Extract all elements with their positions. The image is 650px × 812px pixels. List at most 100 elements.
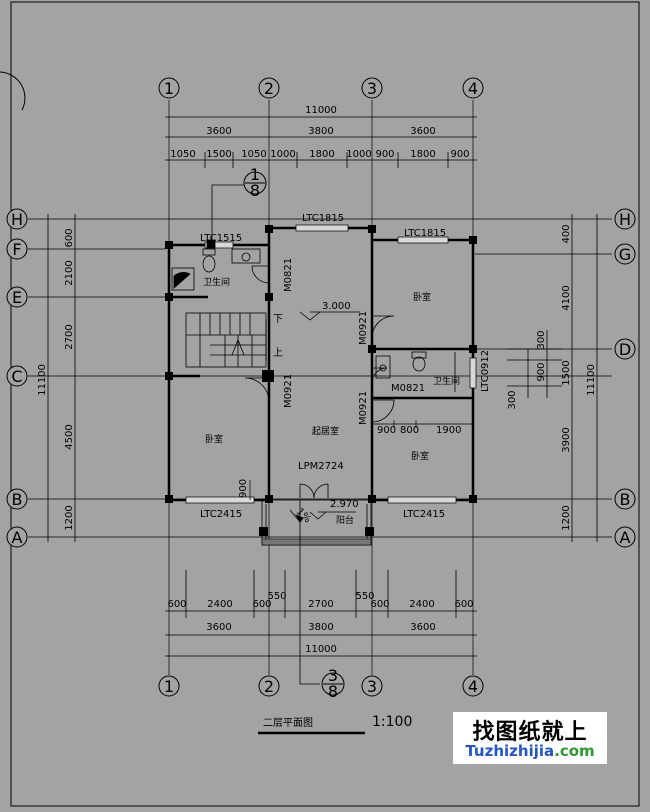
room-balcony: 阳台 (336, 514, 354, 526)
code-ltc1815-b: LTC1815 (404, 228, 446, 239)
axis-top-4: 4 (468, 79, 478, 98)
inner-dim-900b: 900 (238, 479, 249, 498)
windows (185, 224, 477, 504)
dim-bottom-seg-7: 600 (370, 599, 389, 610)
stair-up: 上 (273, 347, 283, 359)
dim-top-seg-8: 1800 (410, 149, 435, 160)
room-bedroom-w: 卧室 (205, 433, 223, 445)
code-ltc2415-a: LTC2415 (200, 509, 242, 520)
dim-top-seg-4: 1000 (270, 149, 295, 160)
dim-top-seg-3: 1050 (241, 149, 266, 160)
room-bath-right: 卫生间 (433, 375, 460, 387)
code-ltc1815-a: LTC1815 (302, 213, 344, 224)
axis-left-e: E (12, 288, 22, 307)
dim-top-bay-2: 3800 (308, 126, 333, 137)
dim-right-seg-1: 300 (536, 330, 547, 349)
dim-right-top: 400 (561, 224, 572, 243)
dim-lines-right (507, 214, 598, 542)
dim-right-seg-2: 900 (536, 362, 547, 381)
dim-right-bay-3: 3900 (561, 427, 572, 452)
section-top-den: 8 (250, 181, 260, 200)
axis-top-3: 3 (367, 79, 377, 98)
dim-right-seg-3: 300 (507, 390, 518, 409)
axis-left-b: B (12, 490, 23, 509)
dim-bottom-seg-5: 2700 (308, 599, 333, 610)
dim-right-total: 11100 (586, 364, 597, 396)
axis-right-a: A (620, 528, 631, 547)
room-living: 起居室 (312, 425, 339, 437)
code-ltc0912: LTC0912 (480, 350, 491, 392)
section-bottom-den: 8 (328, 682, 338, 701)
dim-bottom-seg-8: 2400 (409, 599, 434, 610)
dim-bottom-seg-1: 600 (167, 599, 186, 610)
section-leaders (206, 184, 320, 685)
logo-english: Tuzhizhijia.com (453, 742, 607, 760)
dim-bottom-seg-6: 550 (355, 591, 374, 602)
dim-top-seg-1: 1050 (170, 149, 195, 160)
room-bath-left: 卫生间 (203, 276, 230, 288)
dim-left-seg-1: 600 (64, 228, 75, 247)
dim-bottom-bay-3: 3600 (410, 622, 435, 633)
dim-left-seg-4: 4500 (64, 424, 75, 449)
axis-right-b: B (620, 490, 631, 509)
axis-right-g: G (619, 245, 631, 264)
inner-dim-800: 800 (400, 425, 419, 436)
code-m0921-b: M0921 (283, 374, 294, 408)
logo-english-tld: .com (554, 742, 595, 760)
stair-down: 下 (273, 314, 283, 325)
code-ltc1515: LTC1515 (200, 233, 242, 244)
grid-lines (28, 100, 612, 675)
dim-right-bay-1: 4100 (561, 285, 572, 310)
dim-lines-left (47, 214, 76, 542)
axis-left-h: H (11, 210, 23, 229)
dim-top-bay-1: 3600 (206, 126, 231, 137)
axis-bottom-4: 4 (468, 677, 478, 696)
dim-top-seg-5: 1800 (309, 149, 334, 160)
doors (244, 265, 395, 499)
dim-top-bay-3: 3600 (410, 126, 435, 137)
axis-left-c: C (11, 367, 22, 386)
code-m0921-c: M0921 (358, 391, 369, 425)
dim-bottom-total: 11000 (305, 644, 337, 655)
inner-dim-900a: 900 (377, 425, 396, 436)
dim-right-bay-2: 1500 (561, 360, 572, 385)
dim-right-bay-4: 1200 (561, 505, 572, 530)
axis-top-2: 2 (264, 79, 274, 98)
dim-lines-bottom (165, 570, 477, 657)
corner-arc (0, 71, 26, 111)
logo-chinese: 找图纸就上 (472, 720, 588, 745)
section-bottom-num: 3 (328, 666, 338, 685)
axis-bubbles (6, 77, 636, 697)
dim-top-seg-2: 1500 (206, 149, 231, 160)
dim-top-seg-9: 900 (450, 149, 469, 160)
dim-left-total: 11100 (37, 364, 48, 396)
axis-bottom-1: 1 (164, 677, 174, 696)
room-bedroom-ne: 卧室 (413, 291, 431, 303)
dim-bottom-seg-4: 550 (267, 591, 286, 602)
axis-left-a: A (12, 528, 23, 547)
balcony-rail (261, 538, 372, 546)
dim-bottom-seg-3: 600 (252, 599, 271, 610)
code-m0821-b: M0821 (391, 383, 425, 394)
dim-left-seg-3: 2700 (64, 324, 75, 349)
drawing-title: 二层平面图 (263, 717, 313, 729)
dim-bottom-bay-1: 3600 (206, 622, 231, 633)
drawing-scale: 1:100 (372, 714, 412, 730)
bath-fixtures (171, 248, 456, 392)
stair (185, 312, 267, 368)
dim-bottom-bay-2: 3800 (308, 622, 333, 633)
dim-bottom-seg-9: 600 (454, 599, 473, 610)
axis-right-h: H (619, 210, 631, 229)
frame-border (10, 1, 640, 807)
level-markers (299, 311, 360, 520)
code-m0921-a: M0921 (358, 311, 369, 345)
level-balcony: 2.970 (330, 499, 359, 510)
logo-english-main: Tuzhizhijia (465, 742, 555, 760)
axis-left-f: F (12, 240, 21, 259)
axis-bottom-2: 2 (264, 677, 274, 696)
axis-bottom-3: 3 (367, 677, 377, 696)
dim-top-seg-7: 900 (375, 149, 394, 160)
dim-left-seg-5: 1200 (64, 505, 75, 530)
code-ltc2415-b: LTC2415 (403, 509, 445, 520)
